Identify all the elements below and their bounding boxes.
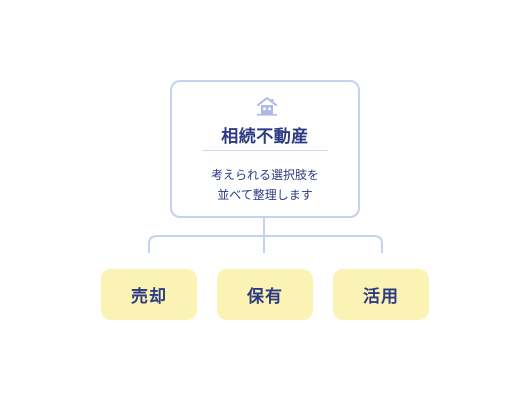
root-description-line-1: 考えられる選択肢を: [210, 168, 319, 182]
root-node: 相続不動産 考えられる選択肢を 並べて整理します: [170, 80, 360, 218]
root-title: 相続不動産: [221, 127, 309, 147]
option-sell: 売却: [101, 269, 197, 320]
divider: [202, 150, 328, 151]
option-keep: 保有: [217, 269, 313, 320]
option-utilize: 活用: [333, 269, 429, 320]
root-description-line-2: 並べて整理します: [217, 188, 313, 202]
house-icon: [257, 97, 277, 116]
